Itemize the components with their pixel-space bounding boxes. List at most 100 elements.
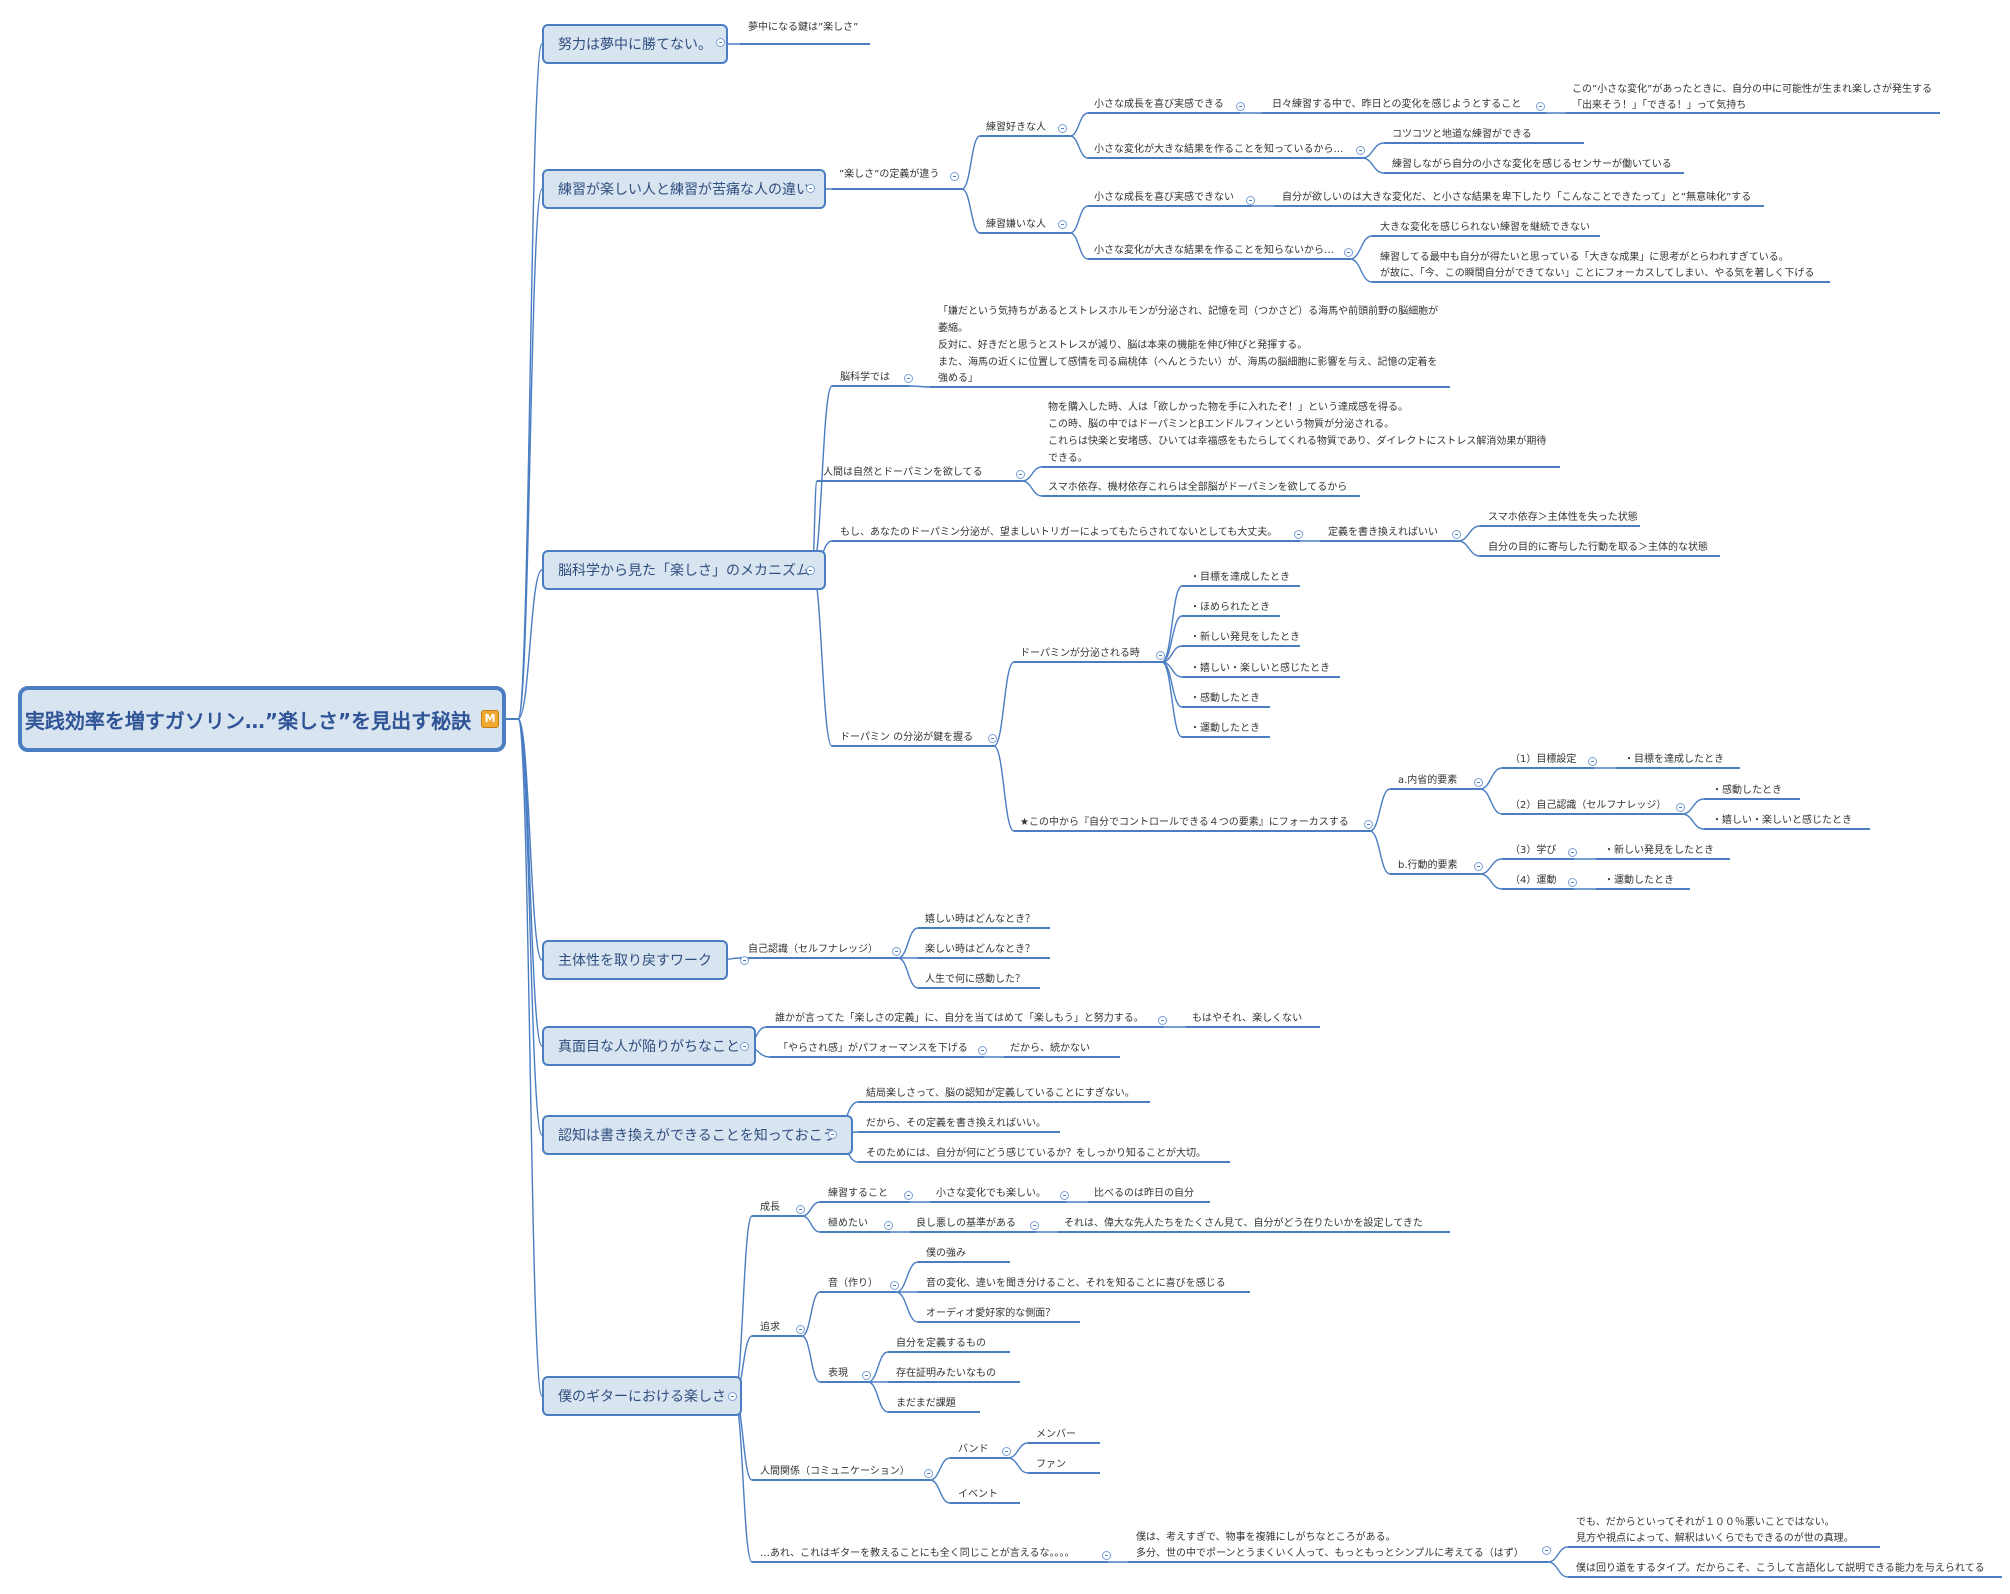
subtopic[interactable]: 脳科学では: [840, 372, 890, 383]
subtopic[interactable]: まだまだ課題: [896, 1398, 956, 1409]
collapse-toggle-icon[interactable]: [1058, 220, 1067, 229]
subtopic[interactable]: オーディオ愛好家的な側面？: [926, 1308, 1056, 1319]
collapse-toggle-icon[interactable]: [796, 1205, 805, 1214]
collapse-toggle-icon[interactable]: [1474, 862, 1483, 871]
subtopic[interactable]: （3）学び: [1510, 845, 1557, 856]
collapse-toggle-icon[interactable]: [1002, 1447, 1011, 1456]
collapse-toggle-icon[interactable]: [1568, 848, 1577, 857]
subtopic[interactable]: （4）運動: [1510, 875, 1557, 886]
subtopic[interactable]: ・新しい発見をしたとき: [1190, 632, 1300, 643]
subtopic[interactable]: 追求: [760, 1322, 780, 1333]
collapse-toggle-icon[interactable]: [1542, 1546, 1551, 1555]
collapse-toggle-icon[interactable]: [924, 1469, 933, 1478]
subtopic[interactable]: 練習嫌いな人: [986, 219, 1046, 230]
subtopic[interactable]: 楽しい時はどんなとき？: [925, 944, 1035, 955]
subtopic[interactable]: 自己認識（セルフナレッジ）: [748, 944, 878, 955]
subtopic[interactable]: ・目標を達成したとき: [1190, 572, 1290, 583]
subtopic[interactable]: 人生で何に感動した？: [925, 974, 1025, 985]
subtopic[interactable]: 練習しながら自分の小さな変化を感じるセンサーが働いている: [1392, 159, 1672, 170]
subtopic[interactable]: 結局楽しさって、脳の認知が定義していることにすぎない。: [866, 1088, 1135, 1099]
collapse-toggle-icon[interactable]: [1294, 530, 1303, 539]
branch-topic[interactable]: 僕のギターにおける楽しさ: [542, 1376, 742, 1416]
subtopic[interactable]: 良し悪しの基準がある: [916, 1218, 1016, 1229]
collapse-toggle-icon[interactable]: [890, 1281, 899, 1290]
branch-topic[interactable]: 真面目な人が陥りがちなこと: [542, 1026, 756, 1066]
subtopic[interactable]: イベント: [958, 1489, 998, 1500]
branch-topic[interactable]: 認知は書き換えができることを知っておこう: [542, 1115, 853, 1155]
collapse-toggle-icon[interactable]: [716, 38, 725, 47]
subtopic[interactable]: ドーパミンが分泌される時: [1020, 648, 1140, 659]
subtopic[interactable]: 自分の目的に寄与した行動を取る＞主体的な状態: [1488, 542, 1708, 553]
branch-topic[interactable]: 努力は夢中に勝てない。: [542, 24, 728, 64]
collapse-toggle-icon[interactable]: [1536, 102, 1545, 111]
subtopic[interactable]: この時、脳の中ではドーパミンとβエンドルフィンという物質が分泌される。: [1048, 419, 1395, 430]
collapse-toggle-icon[interactable]: [740, 956, 749, 965]
collapse-toggle-icon[interactable]: [1156, 651, 1165, 660]
subtopic[interactable]: ”楽しさ”の定義が違う: [839, 169, 940, 180]
collapse-toggle-icon[interactable]: [1452, 530, 1461, 539]
central-topic[interactable]: 実践効率を増すガソリン…”楽しさ”を見出す秘訣 M: [18, 686, 506, 752]
subtopic[interactable]: b.行動的要素: [1398, 860, 1458, 871]
subtopic[interactable]: 誰かが言ってた「楽しさの定義」に、自分を当てはめて「楽しもう」と努力する。: [775, 1013, 1144, 1024]
collapse-toggle-icon[interactable]: [806, 184, 815, 193]
collapse-toggle-icon[interactable]: [1158, 1016, 1167, 1025]
subtopic[interactable]: 練習してる最中も自分が得たいと思っている「大きな成果」に思考がとらわれすぎている…: [1380, 252, 1789, 263]
subtopic[interactable]: 反対に、好きだと思うとストレスが減り、脳は本来の機能を伸び伸びと発揮する。: [938, 340, 1308, 351]
subtopic[interactable]: 強める」: [938, 373, 978, 384]
collapse-toggle-icon[interactable]: [1058, 124, 1067, 133]
subtopic[interactable]: 人間は自然とドーパミンを欲してる: [823, 467, 983, 478]
subtopic[interactable]: …あれ、これはギターを教えることにも全く同じことが言えるな。。。。: [760, 1548, 1075, 1559]
subtopic[interactable]: 音（作り）: [828, 1278, 878, 1289]
collapse-toggle-icon[interactable]: [828, 1130, 837, 1139]
subtopic[interactable]: 存在証明みたいなもの: [896, 1368, 996, 1379]
collapse-toggle-icon[interactable]: [740, 1042, 749, 1051]
collapse-toggle-icon[interactable]: [1568, 878, 1577, 887]
subtopic[interactable]: 僕は回り道をするタイプ。だからこそ、こうして言語化して説明できる能力を与えられて…: [1576, 1563, 1985, 1574]
collapse-toggle-icon[interactable]: [1030, 1221, 1039, 1230]
subtopic[interactable]: ドーパミン の分泌が鍵を握る: [840, 732, 974, 743]
branch-topic[interactable]: 練習が楽しい人と練習が苦痛な人の違い: [542, 169, 826, 209]
subtopic[interactable]: ・運動したとき: [1190, 723, 1260, 734]
subtopic[interactable]: ・新しい発見をしたとき: [1604, 845, 1714, 856]
subtopic[interactable]: 成長: [760, 1202, 780, 1213]
collapse-toggle-icon[interactable]: [1676, 803, 1685, 812]
subtopic[interactable]: コツコツと地道な練習ができる: [1392, 129, 1532, 140]
subtopic[interactable]: 小さな成長を喜び実感できる: [1094, 99, 1224, 110]
collapse-toggle-icon[interactable]: [806, 566, 815, 575]
subtopic[interactable]: a.内省的要素: [1398, 775, 1458, 786]
subtopic[interactable]: 自分が欲しいのは大きな変化だ、と小さな結果を卑下したり「こんなことできたって」と…: [1282, 192, 1752, 203]
subtopic[interactable]: できる。: [1048, 453, 1088, 464]
subtopic[interactable]: もし、あなたのドーパミン分泌が、望ましいトリガーによってもたらされてないとしても…: [840, 527, 1278, 538]
collapse-toggle-icon[interactable]: [988, 734, 997, 743]
subtopic[interactable]: それは、偉大な先人たちをたくさん見て、自分がどう在りたいかを設定してきた: [1064, 1218, 1423, 1229]
branch-topic[interactable]: 脳科学から見た「楽しさ」のメカニズム: [542, 550, 826, 590]
subtopic[interactable]: 大きな変化を感じられない練習を継続できない: [1380, 222, 1590, 233]
collapse-toggle-icon[interactable]: [796, 1325, 805, 1334]
collapse-toggle-icon[interactable]: [950, 172, 959, 181]
branch-topic[interactable]: 主体性を取り戻すワーク: [542, 940, 728, 980]
collapse-toggle-icon[interactable]: [884, 1221, 893, 1230]
collapse-toggle-icon[interactable]: [978, 1046, 987, 1055]
collapse-toggle-icon[interactable]: [862, 1371, 871, 1380]
collapse-toggle-icon[interactable]: [728, 1392, 737, 1401]
collapse-toggle-icon[interactable]: [1344, 248, 1353, 257]
subtopic[interactable]: だから、続かない: [1010, 1043, 1090, 1054]
subtopic[interactable]: 「やらされ感」がパフォーマンスを下げる: [778, 1043, 968, 1054]
subtopic[interactable]: これらは快楽と安堵感、ひいては幸福感をもたらしてくれる物質であり、ダイレクトにス…: [1048, 436, 1547, 447]
subtopic[interactable]: （1）目標設定: [1510, 754, 1577, 765]
subtopic[interactable]: 日々練習する中で、昨日との変化を感じようとすること: [1272, 99, 1522, 110]
subtopic[interactable]: 練習好きな人: [986, 122, 1046, 133]
subtopic[interactable]: 小さな変化でも楽しい。: [936, 1188, 1046, 1199]
subtopic[interactable]: 自分を定義するもの: [896, 1338, 986, 1349]
subtopic[interactable]: が故に、「今、この瞬間自分ができてない」ことにフォーカスしてしまい、やる気を著し…: [1380, 268, 1815, 279]
subtopic[interactable]: メンバー: [1036, 1429, 1076, 1440]
subtopic[interactable]: 夢中になる鍵は”楽しさ”: [748, 22, 859, 33]
subtopic[interactable]: ・感動したとき: [1190, 693, 1260, 704]
subtopic[interactable]: 物を購入した時、人は「欲しかった物を手に入れたぞ！」という達成感を得る。: [1048, 402, 1408, 413]
subtopic[interactable]: この”小さな変化”があったときに、自分の中に可能性が生まれ楽しさが発生する: [1572, 84, 1933, 95]
subtopic[interactable]: ・嬉しい・楽しいと感じたとき: [1712, 815, 1852, 826]
subtopic[interactable]: だから、その定義を書き換えればいい。: [866, 1118, 1046, 1129]
subtopic[interactable]: ・ほめられたとき: [1190, 602, 1270, 613]
subtopic[interactable]: ・嬉しい・楽しいと感じたとき: [1190, 663, 1330, 674]
subtopic[interactable]: スマホ依存、機材依存これらは全部脳がドーパミンを欲してるから: [1048, 482, 1348, 493]
